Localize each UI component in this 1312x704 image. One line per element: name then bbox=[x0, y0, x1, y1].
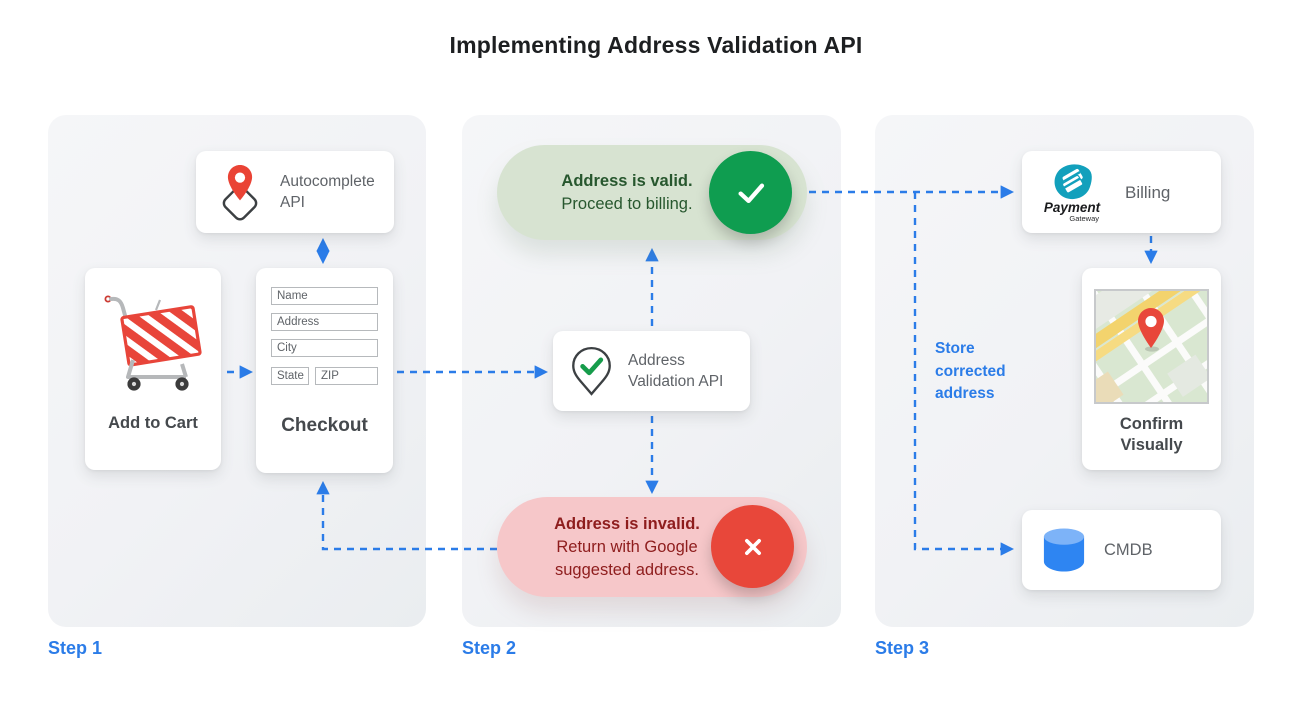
billing-node: Payment Gateway Billing bbox=[1022, 151, 1221, 233]
page-title: Implementing Address Validation API bbox=[449, 32, 863, 58]
database-icon bbox=[1043, 528, 1085, 572]
validation-pin-icon bbox=[572, 346, 611, 396]
payment-gateway-logo-name: Payment bbox=[1043, 199, 1101, 215]
city-field: City bbox=[271, 339, 378, 357]
address-field: Address bbox=[271, 313, 378, 331]
store-corrected-address-note: Store corrected address bbox=[935, 340, 1006, 402]
address-invalid-pill: Address is invalid. Return with Google s… bbox=[497, 497, 807, 597]
map-thumbnail bbox=[1094, 289, 1209, 404]
payment-gateway-logo-sub: Gateway bbox=[1069, 213, 1099, 223]
state-field: State bbox=[271, 367, 309, 385]
add-to-cart-label: Add to Cart bbox=[108, 414, 198, 432]
billing-label: Billing bbox=[1125, 182, 1171, 202]
autocomplete-api-node: Autocomplete API bbox=[196, 151, 394, 233]
cmdb-node: CMDB bbox=[1022, 510, 1221, 590]
valid-subtitle: Proceed to billing. bbox=[561, 194, 693, 213]
payment-gateway-logo: Payment Gateway bbox=[1039, 162, 1105, 223]
x-icon bbox=[711, 505, 794, 588]
confirm-visually-node: Confirm Visually bbox=[1082, 268, 1221, 470]
step3-label: Step 3 bbox=[875, 638, 930, 658]
checkout-label: Checkout bbox=[281, 415, 368, 436]
valid-title: Address is valid. bbox=[561, 171, 693, 190]
invalid-title: Address is invalid. bbox=[554, 514, 700, 533]
autocomplete-api-label: Autocomplete API bbox=[280, 173, 375, 211]
add-to-cart-node: Add to Cart bbox=[85, 268, 221, 470]
zip-field: ZIP bbox=[315, 367, 378, 385]
autocomplete-pin-icon bbox=[222, 165, 258, 221]
invalid-subtitle: Return with Google suggested address. bbox=[554, 537, 699, 579]
address-validation-api-node: Address Validation API bbox=[553, 331, 750, 411]
cmdb-label: CMDB bbox=[1104, 540, 1153, 559]
name-field: Name bbox=[271, 287, 378, 305]
step1-label: Step 1 bbox=[48, 638, 103, 658]
confirm-visually-label: Confirm Visually bbox=[1119, 415, 1184, 454]
address-validation-api-label: Address Validation API bbox=[628, 352, 724, 390]
step2-label: Step 2 bbox=[462, 638, 517, 658]
checkout-node: Name Address City State ZIP Checkout bbox=[256, 268, 393, 473]
check-icon bbox=[709, 151, 792, 234]
address-valid-pill: Address is valid. Proceed to billing. bbox=[497, 145, 807, 240]
shopping-cart-icon bbox=[104, 295, 202, 391]
